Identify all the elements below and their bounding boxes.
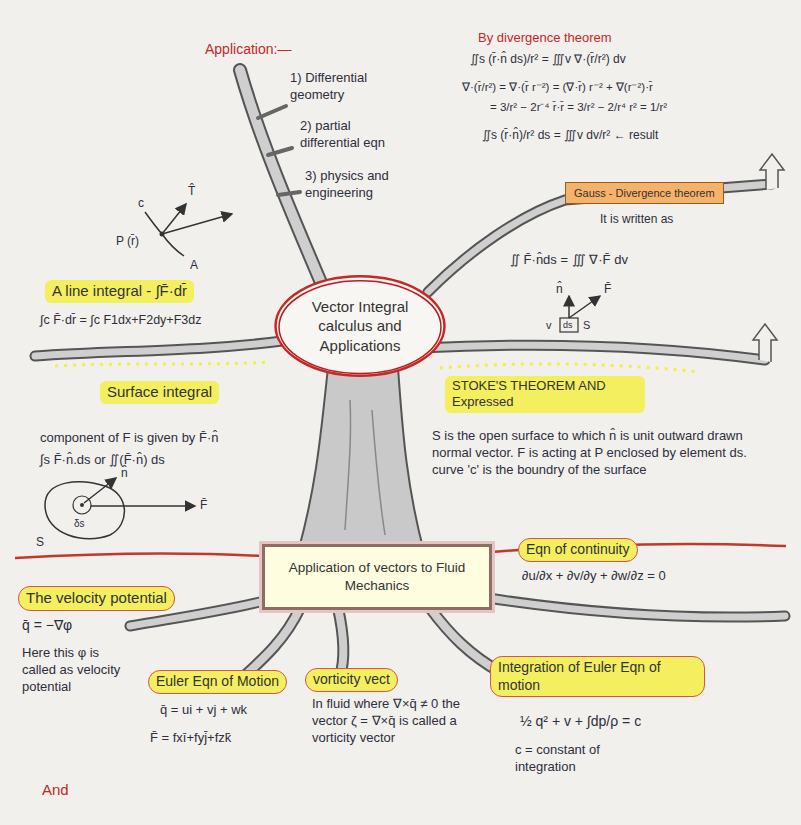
topic-box: Gauss - Divergence theorem [565, 182, 724, 204]
node-text: Application of vectors to Fluid Mechanic… [275, 559, 479, 595]
bark-line [345, 400, 385, 535]
root [338, 608, 344, 676]
node-text: Integration of Euler Eqn of motion [498, 659, 697, 694]
sketch-letter: n̂ [121, 466, 128, 482]
sketch-letter: T̂ [188, 184, 195, 200]
root-outline [488, 598, 785, 617]
node-text: The velocity potential [26, 589, 167, 608]
formula: ∫s F̄·n̂.ds or ∬(F̄·n̂) ds [40, 452, 165, 469]
point-dot [160, 232, 165, 237]
sketch-letter: S [36, 535, 44, 551]
oval-outline-ring [276, 276, 445, 375]
oval-outline-ring [279, 281, 441, 374]
force-arrow [569, 296, 600, 318]
tree-trunk [298, 368, 424, 552]
force-arrow [91, 505, 195, 507]
formula: ∬ F̄·n̂ds = ∭ ∇·F̄ dv [510, 252, 628, 269]
heading-highlight: Eqn of continuity [518, 538, 638, 562]
node-text: STOKE'S THEOREM AND Expressed [452, 378, 638, 411]
twig [268, 148, 292, 155]
root-outline [430, 608, 500, 672]
heading-highlight: vorticity vect [305, 668, 398, 692]
closing-word: And [42, 780, 69, 800]
node-text: Eqn of continuity [526, 541, 630, 559]
sketch-letter: ds [563, 320, 573, 332]
branch [420, 345, 765, 360]
list-item: 2) partial differential eqn [300, 118, 405, 152]
tangent-arrow [162, 204, 186, 234]
curve-sketch [145, 212, 184, 256]
list-item: 1) Differential geometry [290, 70, 385, 104]
sketch-letter: P (r̄) [116, 234, 139, 250]
node-text: Vector Integral calculus and Application… [294, 297, 426, 356]
root [488, 598, 785, 617]
sketch-letter: F̄ [604, 282, 611, 298]
heading-text: By divergence theorem [478, 30, 612, 47]
formula: ∇·(r̄/r²) = ∇·(r̄ r⁻²) = (∇·r̄) r⁻² + ∇(… [462, 80, 653, 95]
heading-highlight: Integration of Euler Eqn of motion [490, 656, 705, 697]
surface-blob [45, 482, 124, 539]
sketch-letter: c [138, 196, 144, 212]
branch [35, 340, 290, 356]
twig [278, 192, 300, 195]
heading-highlight: The velocity potential [18, 586, 175, 611]
sketch-letter: v [546, 318, 552, 332]
formula: ½ q² + v + ∫dp/ρ = c [520, 712, 641, 730]
list-item: 3) physics and engineering [305, 168, 415, 202]
hollow-arrow [753, 324, 777, 362]
heading-highlight: Euler Eqn of Motion [148, 670, 287, 694]
formula: q̄ = ui + vj + wk [160, 702, 247, 719]
twig [258, 106, 286, 118]
note-text: In fluid where ∇×q̄ ≠ 0 the vector ζ = ∇… [312, 696, 462, 747]
heading-highlight: A line integral - ∫F̄·dr̄ [45, 280, 194, 303]
node-text: Surface integral [107, 383, 212, 402]
note-text: It is written as [600, 212, 673, 228]
hollow-arrow [760, 154, 784, 190]
sketch-letter: F̄ [200, 498, 207, 514]
formula: ∬s (r̄·n̂)/r² ds = ∭v dv/r² ← result [482, 128, 658, 144]
point-dot [80, 503, 84, 507]
node-text: Gauss - Divergence theorem [574, 187, 715, 199]
ground-line [15, 553, 262, 558]
sketch-letter: S [583, 318, 590, 332]
branch-outline [35, 340, 290, 356]
fluid-mechanics-frame: Application of vectors to Fluid Mechanic… [262, 544, 492, 610]
formula: = 3/r² − 2r⁻⁴ r̄·r̄ = 3/r² − 2/r⁴ r² = 1… [490, 100, 667, 115]
normal-arrow [84, 478, 116, 503]
sketch-letter: δs [74, 517, 85, 530]
formula: q̄ = −∇φ [22, 616, 72, 634]
root-outline [338, 608, 344, 676]
heading-text: Application:— [205, 40, 291, 58]
node-text: vorticity vect [313, 671, 390, 689]
formula: ∫c F̄·dr̄ = ∫c F1dx+F2dy+F3dz [40, 312, 201, 328]
root [430, 608, 500, 672]
formula: ∂u/∂x + ∂v/∂y + ∂w/∂z = 0 [522, 568, 666, 585]
sketch-letter: n̂ [556, 282, 563, 298]
heading-highlight: Surface integral [100, 381, 219, 404]
formula: F̄ = fxī+fyj̄+fzk̄ [150, 730, 231, 747]
sketch-letter: A [190, 258, 198, 274]
central-topic-oval: Vector Integral calculus and Application… [272, 272, 448, 380]
formula: ∬s (r̄·n̂ ds)/r² = ∭v ∇·(r̄/r²) dv [470, 52, 626, 68]
node-text: Euler Eqn of Motion [156, 673, 279, 691]
note-text: component of F is given by F̄·n̂ [40, 430, 218, 447]
note-text: S is the open surface to which n̂ is uni… [432, 428, 767, 479]
note-text: c = constant of integration [515, 742, 645, 776]
normal-arrow [568, 296, 570, 318]
branch-outline [420, 345, 765, 360]
vector-arrow [162, 214, 232, 234]
note-text: Here this φ is called as velocity potent… [22, 645, 134, 696]
glow-dashes [55, 362, 270, 366]
node-text: A line integral - ∫F̄·dr̄ [52, 282, 187, 301]
volume-element [560, 318, 578, 332]
glow-dashes [440, 364, 700, 372]
heading-highlight: STOKE'S THEOREM AND Expressed [445, 376, 645, 413]
